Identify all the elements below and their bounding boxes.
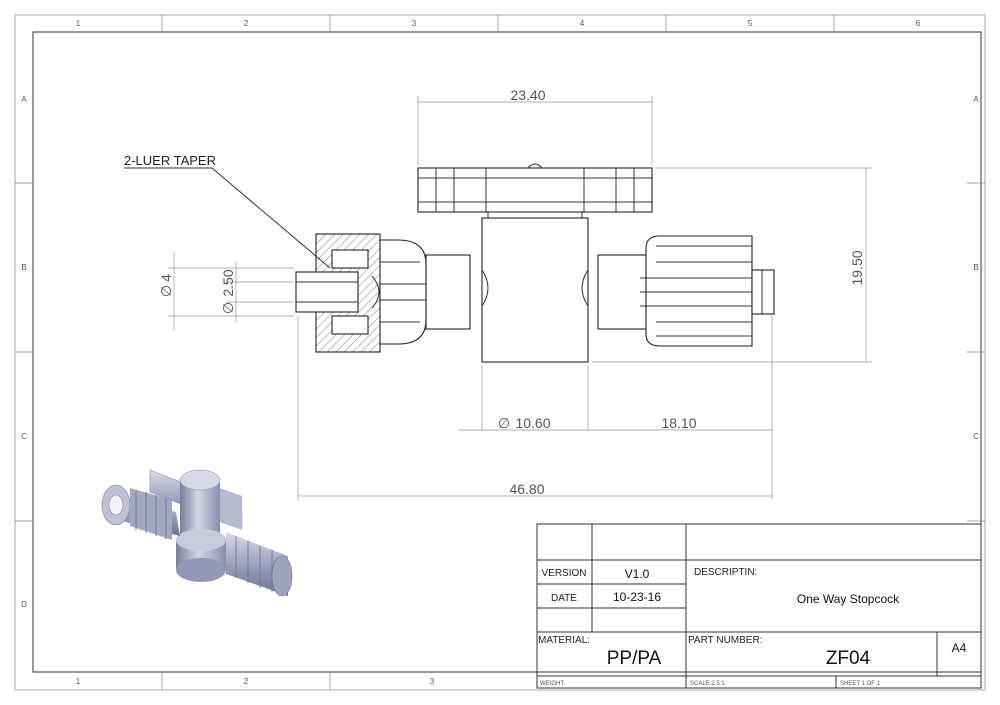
- material-value: PP/PA: [607, 648, 662, 669]
- version-label: VERSION: [541, 568, 586, 579]
- zone-col-6: 6: [916, 19, 921, 28]
- zone-col-2-bottom: 2: [244, 677, 249, 686]
- dim-inner-diameter-symbol: ∅: [220, 302, 236, 314]
- part-number-label: PART NUMBER:: [688, 635, 762, 646]
- sheet-size: A4: [952, 641, 967, 655]
- dim-right-length: 18.10: [661, 415, 696, 431]
- zone-col-2: 2: [244, 19, 249, 28]
- material-label: MATERIAL:: [538, 635, 590, 646]
- dim-inner-diameter: 2.50: [220, 269, 236, 296]
- zone-row-c-right: C: [973, 432, 979, 441]
- zone-col-1-bottom: 1: [76, 677, 81, 686]
- zone-col-1: 1: [76, 19, 81, 28]
- version-value: V1.0: [625, 567, 650, 581]
- zone-col-3: 3: [412, 19, 417, 28]
- zone-col-5: 5: [748, 19, 753, 28]
- isometric-render: [101, 469, 293, 597]
- dimension-lines: [124, 96, 872, 500]
- dim-outer-diameter: 4: [158, 274, 174, 282]
- right-connector: [645, 235, 753, 347]
- luer-tip: [295, 271, 359, 313]
- zone-row-d-left: D: [21, 600, 27, 609]
- dim-body-diameter: 10.60: [515, 415, 550, 431]
- left-stem: [425, 254, 471, 330]
- handle: [417, 167, 653, 213]
- valve-body: [481, 217, 589, 363]
- description-label: DESCRIPTIN:: [694, 567, 757, 578]
- scale-label: SCALE:2.5:1: [690, 681, 725, 687]
- weight-label: WEIGHT:: [540, 681, 565, 687]
- dim-top-width: 23.40: [510, 87, 545, 103]
- title-block: [536, 523, 982, 689]
- dim-body-diameter-symbol: ∅: [498, 415, 510, 431]
- right-stem: [597, 254, 647, 330]
- date-label: DATE: [551, 593, 577, 604]
- zone-row-b-left: B: [21, 263, 26, 272]
- zone-row-c-left: C: [21, 432, 27, 441]
- zone-row-b-right: B: [973, 263, 978, 272]
- left-wing: [379, 239, 427, 345]
- outer-border: [14, 14, 986, 691]
- stopcock-front-view: [295, 163, 775, 363]
- sheet-label: SHEET 1 OF 1: [840, 681, 881, 687]
- callout-luer-taper: 2-LUER TAPER: [124, 153, 216, 168]
- zone-ticks: [15, 15, 985, 690]
- date-value: 10-23-16: [613, 590, 661, 604]
- right-cap: [751, 269, 775, 315]
- zone-row-a-left: A: [21, 95, 27, 104]
- zone-row-a-right: A: [973, 95, 979, 104]
- zone-col-4: 4: [580, 19, 585, 28]
- dim-outer-diameter-symbol: ∅: [158, 285, 174, 297]
- description-value: One Way Stopcock: [797, 592, 900, 606]
- part-number-value: ZF04: [826, 648, 871, 669]
- dim-overall-length: 46.80: [509, 481, 544, 497]
- zone-col-3-bottom: 3: [430, 677, 435, 686]
- dim-height: 19.50: [849, 250, 865, 285]
